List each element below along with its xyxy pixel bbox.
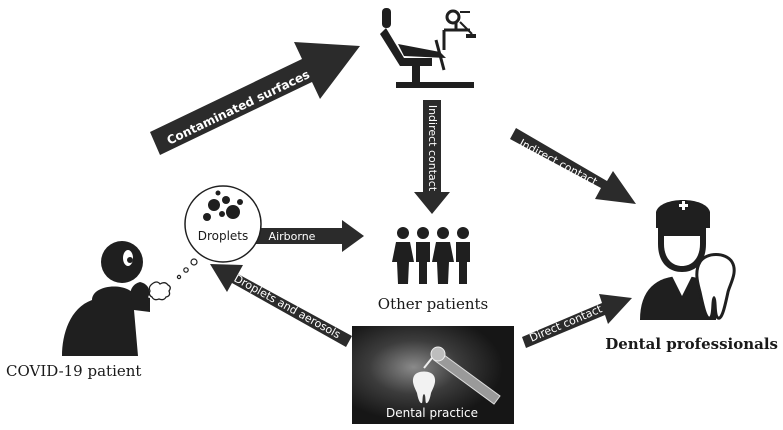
arrow-indirect-contact-vertical: Indirect contact [414,100,450,214]
droplets-bubble: Droplets [176,185,262,280]
dentist-icon [640,200,716,320]
dental-practice-photo: Dental practice [352,326,514,424]
direct-contact-label: Direct contact [528,302,605,345]
tooth-icon [695,253,736,320]
dental-professionals-label: Dental professionals [605,335,778,353]
dental-practice-label: Dental practice [386,406,478,420]
indirect-contact-diagonal-label: Indirect contact [517,137,600,189]
droplets-bubble-label: Droplets [198,229,249,243]
group-of-people-icon [392,227,470,284]
coughing-person-icon [62,241,171,356]
arrow-indirect-contact-diagonal: Indirect contact [510,128,636,204]
arrow-droplets-and-aerosols: Droplets and aerosols [210,264,352,347]
contaminated-surfaces-label: Contaminated surfaces [165,67,312,147]
other-patients-label: Other patients [378,295,488,313]
droplets-and-aerosols-label: Droplets and aerosols [232,272,343,342]
arrow-airborne: Airborne [256,220,364,252]
dental-chair-icon [380,8,476,88]
indirect-contact-vertical-label: Indirect contact [426,105,439,192]
airborne-label: Airborne [269,230,316,243]
practice-tooth-icon [412,371,436,404]
covid-patient-label: COVID-19 patient [6,362,141,380]
dental-handpiece-icon [423,346,501,405]
arrow-contaminated-surfaces: Contaminated surfaces [150,42,360,155]
